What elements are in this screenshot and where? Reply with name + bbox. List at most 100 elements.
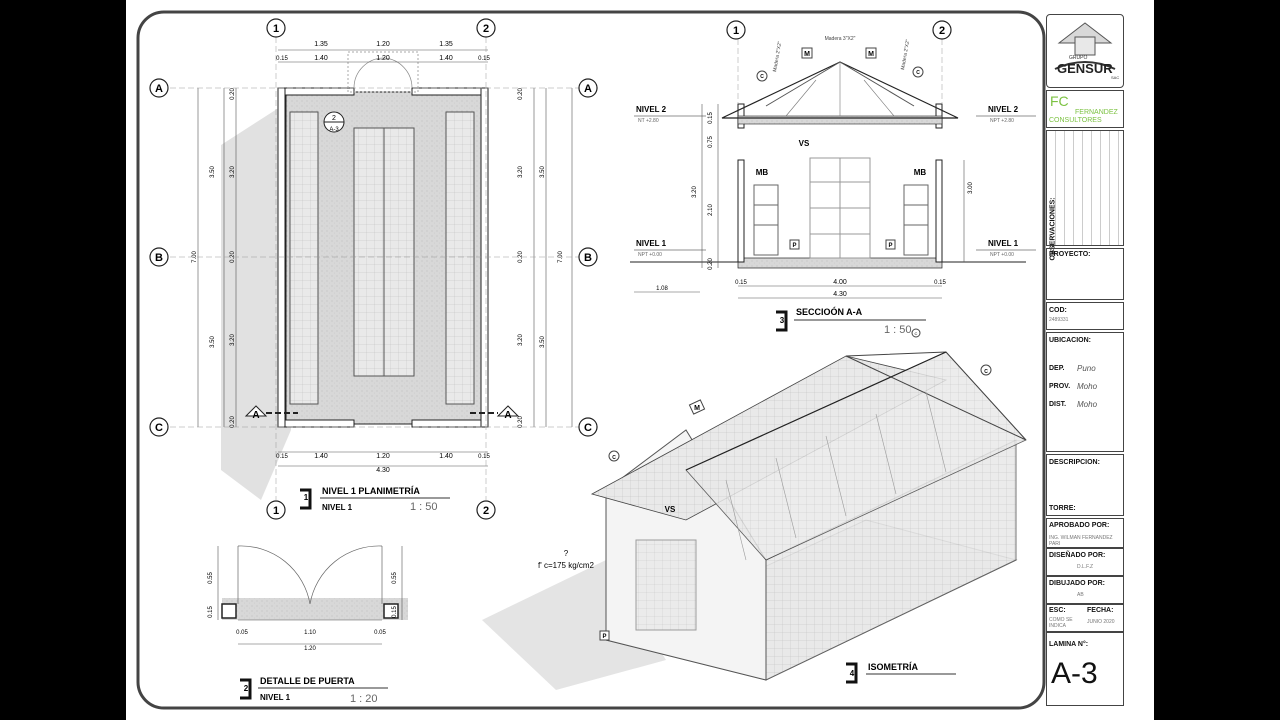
drawing-label: VS: [799, 139, 810, 148]
drawing-label: C: [984, 369, 988, 375]
drawing-label: A: [252, 410, 259, 421]
drawing-label: P: [792, 243, 796, 249]
drawing-label: M: [868, 51, 874, 58]
drawing-label: ?: [564, 549, 569, 558]
drawing-area: 2 A-3 1.35 1.20 1.35 0.15 1.40 1.20 1.40…: [136, 10, 1046, 710]
drawing-label: C: [760, 74, 764, 80]
drawing-label: 1: [733, 25, 739, 37]
section-marker-left: A: [244, 405, 298, 421]
drawing-label: 0.55: [392, 572, 398, 584]
drawing-label: NIVEL 2: [636, 105, 667, 114]
drawing-label: NIVEL 1: [260, 693, 291, 702]
esc-fecha-box: ESC: COMO SE INDICA FECHA: JUNIO 2020: [1046, 604, 1124, 632]
logo-gensur: GRUPO GENSUR SAC: [1046, 14, 1124, 88]
isometric-view: M C C VS P ? f' c=175 kg/cm2 4 ISOMETRÍA: [482, 351, 1027, 690]
logo-fc: FC FERNANDEZ CONSULTORES: [1046, 90, 1124, 128]
door-detail: 0.55 0.15 0.55 0.15 0.05 1.10 0.05 1.20 …: [208, 545, 408, 705]
drawing-label: 1.35: [439, 41, 453, 48]
drawing-label: MB: [756, 168, 769, 177]
drawing-label: 3.50: [540, 336, 546, 348]
drawing-label: 0.15: [934, 280, 946, 286]
drawing-label: 1.35: [314, 41, 328, 48]
drawing-label: A: [584, 83, 592, 95]
drawing-label: 7.00: [558, 251, 564, 263]
drawing-label: NIVEL 1: [988, 239, 1019, 248]
drawing-label: B: [584, 252, 592, 264]
drawing-label: 0.15: [478, 56, 490, 62]
drawing-label: 3.20: [230, 334, 236, 346]
drawing-label: NIVEL 2: [988, 105, 1019, 114]
drawing-label: 2: [244, 684, 249, 693]
drawing-label: B: [155, 252, 163, 264]
cod-box: COD: 2489331: [1046, 302, 1124, 330]
drawing-label: C: [612, 455, 616, 461]
drawing-label: 1.40: [314, 55, 328, 62]
floor-plan: 2 A-3 1.35 1.20 1.35 0.15 1.40 1.20 1.40…: [149, 18, 598, 520]
drawing-label: MB: [914, 168, 927, 177]
detail-ref-sheet: A-3: [329, 127, 339, 133]
drawing-label: 2: [483, 505, 489, 517]
door-title: 2 DETALLE DE PUERTA NIVEL 1 1 : 20: [240, 676, 388, 705]
drawing-label: 0.20: [708, 258, 714, 270]
drawing-label: 3: [780, 316, 785, 325]
drawing-label: 0.15: [208, 606, 214, 618]
proyecto-box: PROYECTO:: [1046, 248, 1124, 300]
drawing-label: A: [504, 410, 511, 421]
drawing-label: C: [155, 422, 163, 434]
disenado-box: DISEÑADO POR: D.L.F.Z: [1046, 548, 1124, 576]
drawing-label: 0.05: [236, 630, 248, 636]
drawing-label: 3.00: [968, 182, 974, 194]
drawing-label: DETALLE DE PUERTA: [260, 676, 355, 686]
drawing-label: P: [602, 634, 606, 640]
drawing-label: NT +2.80: [638, 118, 659, 124]
drawing-label: M: [694, 405, 700, 412]
drawing-label: 1 : 50: [410, 501, 438, 513]
drawing-label: 0.15: [276, 454, 288, 460]
drawing-label: 4.00: [833, 279, 847, 286]
lamina-box: LAMINA N°: A-3: [1046, 632, 1124, 706]
drawing-label: M: [804, 51, 810, 58]
drawing-label: 2: [483, 23, 489, 35]
drawing-label: NPT +0.00: [638, 252, 662, 258]
drawing-label: C: [915, 331, 918, 336]
drawing-label: Madera 2"X2": [772, 41, 783, 73]
drawing-label: 4.30: [833, 291, 847, 298]
drawing-label: 1.40: [439, 55, 453, 62]
drawing-label: 3.20: [518, 166, 524, 178]
drawing-label: 3.20: [518, 334, 524, 346]
drawing-label: 0.15: [392, 606, 398, 618]
drawing-label: C: [916, 70, 920, 76]
drawing-label: 0.20: [518, 416, 524, 428]
drawing-label: 0.20: [230, 251, 236, 263]
ubicacion-box: UBICACION: DEP. Puno PROV. Moho DIST. Mo…: [1046, 332, 1124, 452]
drawing-label: 4.30: [376, 467, 390, 474]
drawing-label: 0.15: [276, 56, 288, 62]
drawing-label: 0.20: [518, 251, 524, 263]
drawing-label: 3.50: [540, 166, 546, 178]
drawing-label: 4: [850, 669, 855, 678]
drawing-label: 1.20: [304, 646, 316, 652]
drawing-label: 0.05: [374, 630, 386, 636]
drawing-sheet: 2 A-3 1.35 1.20 1.35 0.15 1.40 1.20 1.40…: [126, 0, 1154, 720]
drawing-label: 1.20: [376, 453, 390, 460]
drawing-label: 0.55: [208, 572, 214, 584]
drawing-label: 1 : 20: [350, 693, 378, 705]
drawing-label: NIVEL 1: [636, 239, 667, 248]
drawing-label: 2: [939, 25, 945, 37]
drawing-label: NIVEL 1: [322, 503, 353, 512]
drawing-label: VS: [665, 505, 676, 514]
drawing-label: 0.75: [708, 136, 714, 148]
drawing-label: Madera 3"X2": [825, 36, 856, 42]
drawing-label: 3.50: [210, 166, 216, 178]
drawing-label: 1: [304, 493, 309, 502]
drawing-label: 0.20: [230, 416, 236, 428]
section-a-a: VS MB MB P P M M C C Madera 2"X2" Madera…: [630, 20, 1036, 338]
drawing-label: P: [888, 243, 892, 249]
drawing-label: 7.00: [192, 251, 198, 263]
drawing-label: 1.40: [439, 453, 453, 460]
drawing-label: 1.08: [656, 286, 668, 292]
plan-shadow: [221, 100, 291, 500]
drawing-label: ISOMETRÍA: [868, 662, 919, 672]
drawing-label: 0.20: [230, 88, 236, 100]
drawing-label: 1.40: [314, 453, 328, 460]
